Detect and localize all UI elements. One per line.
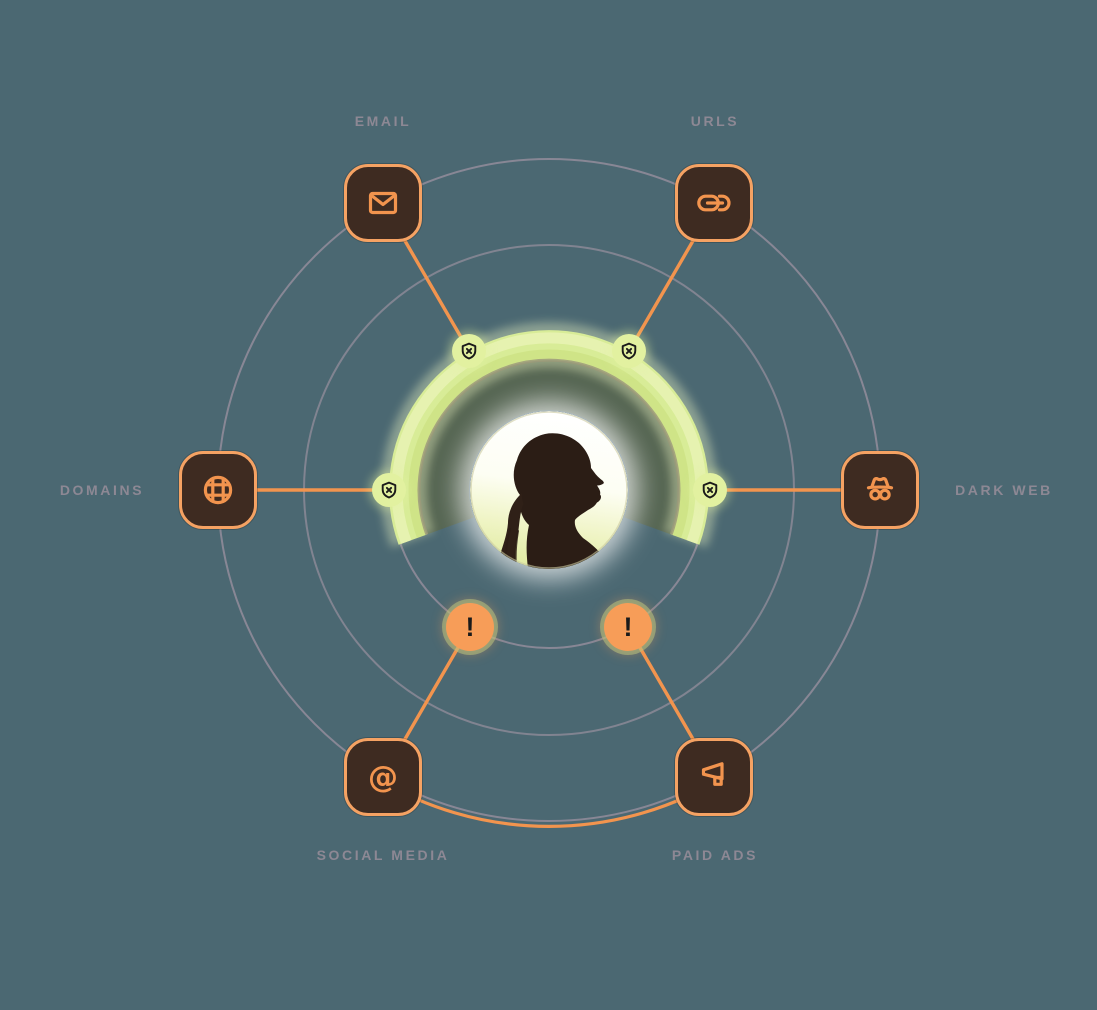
urls-label: URLS [690,113,740,129]
svg-text:@: @ [368,760,398,795]
envelope-icon [368,191,398,215]
shield-x-icon [381,481,397,499]
link-icon [697,194,731,212]
shield-status-badge-dark-web [693,473,727,507]
exclamation-glyph: ! [623,611,633,642]
avatar [470,411,628,569]
email-label: EMAIL [354,113,412,129]
email-tile [344,164,422,242]
paid-ads-label: PAID ADS [671,847,759,863]
exclamation-glyph: ! [465,611,475,642]
alert-badge-paid-ads: ! [604,603,652,651]
inner-shaded-sector [419,360,679,535]
at-sign-icon: @ [368,760,398,795]
dark-web-label: DARK WEB [955,482,1053,498]
urls-tile [675,164,753,242]
shield-x-icon [621,342,637,360]
shield-status-badge-email [452,334,486,368]
protection-gauge-ring [381,322,717,548]
dark-web-tile [841,451,919,529]
alert-connection-arc [370,773,728,828]
social-media-label: SOCIAL MEDIA [316,847,450,863]
social-media-tile: @ [344,738,422,816]
shield-x-icon [461,342,477,360]
shield-status-badge-domains [372,473,406,507]
shield-status-badge-urls [612,334,646,368]
paid-ads-tile [675,738,753,816]
woman-profile-silhouette-photo [470,411,628,569]
megaphone-icon [701,762,724,786]
alert-badge-social-media: ! [446,603,494,651]
globe-icon [203,475,233,505]
domains-label: DOMAINS [59,482,145,498]
incognito-icon [866,477,894,501]
shield-x-icon [702,481,718,499]
domains-tile [179,451,257,529]
